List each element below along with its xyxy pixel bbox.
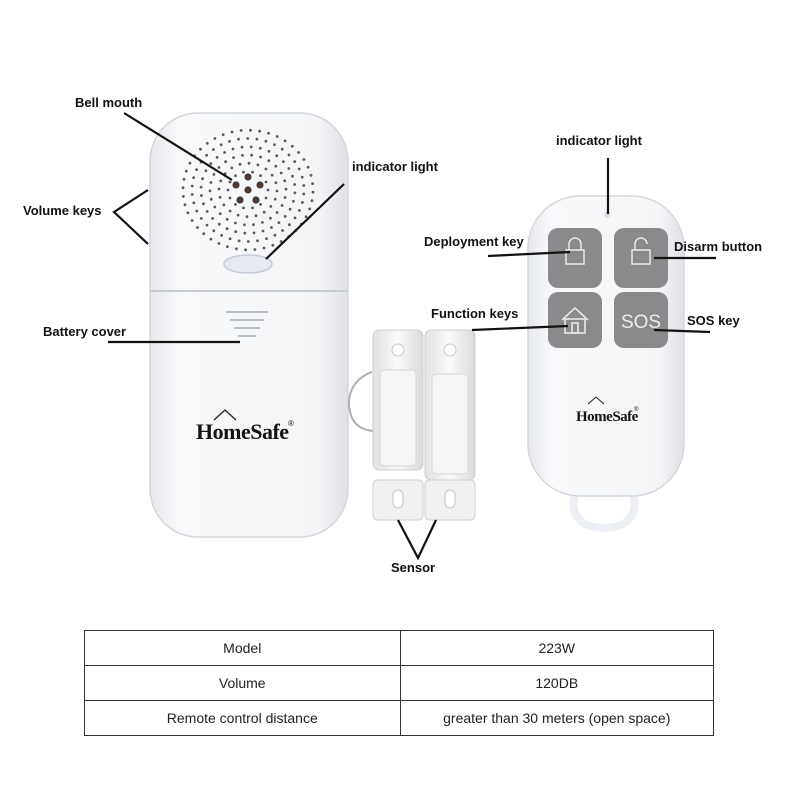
spec-value-cell: 120DB [399,665,714,701]
svg-text:®: ® [634,406,639,413]
main-indicator-light [223,254,273,274]
unlocked-padlock-icon [631,237,651,265]
callout-sos-key: SOS key [687,313,740,328]
callout-function-keys: Function keys [431,306,519,321]
callout-sensor: Sensor [391,560,436,575]
callout-volume-keys: Volume keys [23,203,102,218]
deployment-key[interactable] [548,228,602,288]
callout-leader-lines [108,112,716,561]
locked-padlock-icon [565,237,585,265]
spec-key-cell: Remote control distance [84,700,401,736]
spec-table: Model 223W Volume 120DB Remote control d… [84,630,714,736]
callout-battery-cover: Battery cover [43,324,127,339]
spec-value-cell: 223W [399,630,714,666]
svg-text:®: ® [288,419,294,428]
svg-text:HomeSafe: HomeSafe [576,409,639,425]
spec-key-cell: Model [84,630,401,666]
svg-text:SOS: SOS [621,312,661,333]
sos-key[interactable]: SOS [614,292,668,348]
callout-indicator-light-main: indicator light [352,159,438,174]
battery-cover-vent [226,311,268,337]
table-row: Remote control distance greater than 30 … [84,700,714,736]
remote-control: SOS HomeSafe ® [527,195,685,533]
callout-bell-mouth: Bell mouth [75,95,143,110]
table-row: Volume 120DB [84,665,714,701]
callout-indicator-light-remote: indicator light [556,133,642,148]
svg-text:HomeSafe: HomeSafe [196,419,289,444]
function-key[interactable] [548,292,602,348]
callout-disarm-button: Disarm button [674,239,763,254]
alarm-main-unit [149,112,379,538]
door-sensor [372,329,476,521]
callout-deployment-key: Deployment key [424,234,524,249]
brand-logo-main: HomeSafe ® [196,409,294,444]
disarm-key[interactable] [614,228,668,288]
table-row: Model 223W [84,630,714,666]
product-illustration: HomeSafe ® [108,112,716,561]
brand-logo-remote: HomeSafe ® [576,396,639,425]
spec-value-cell: greater than 30 meters (open space) [399,700,714,736]
spec-key-cell: Volume [84,665,401,701]
